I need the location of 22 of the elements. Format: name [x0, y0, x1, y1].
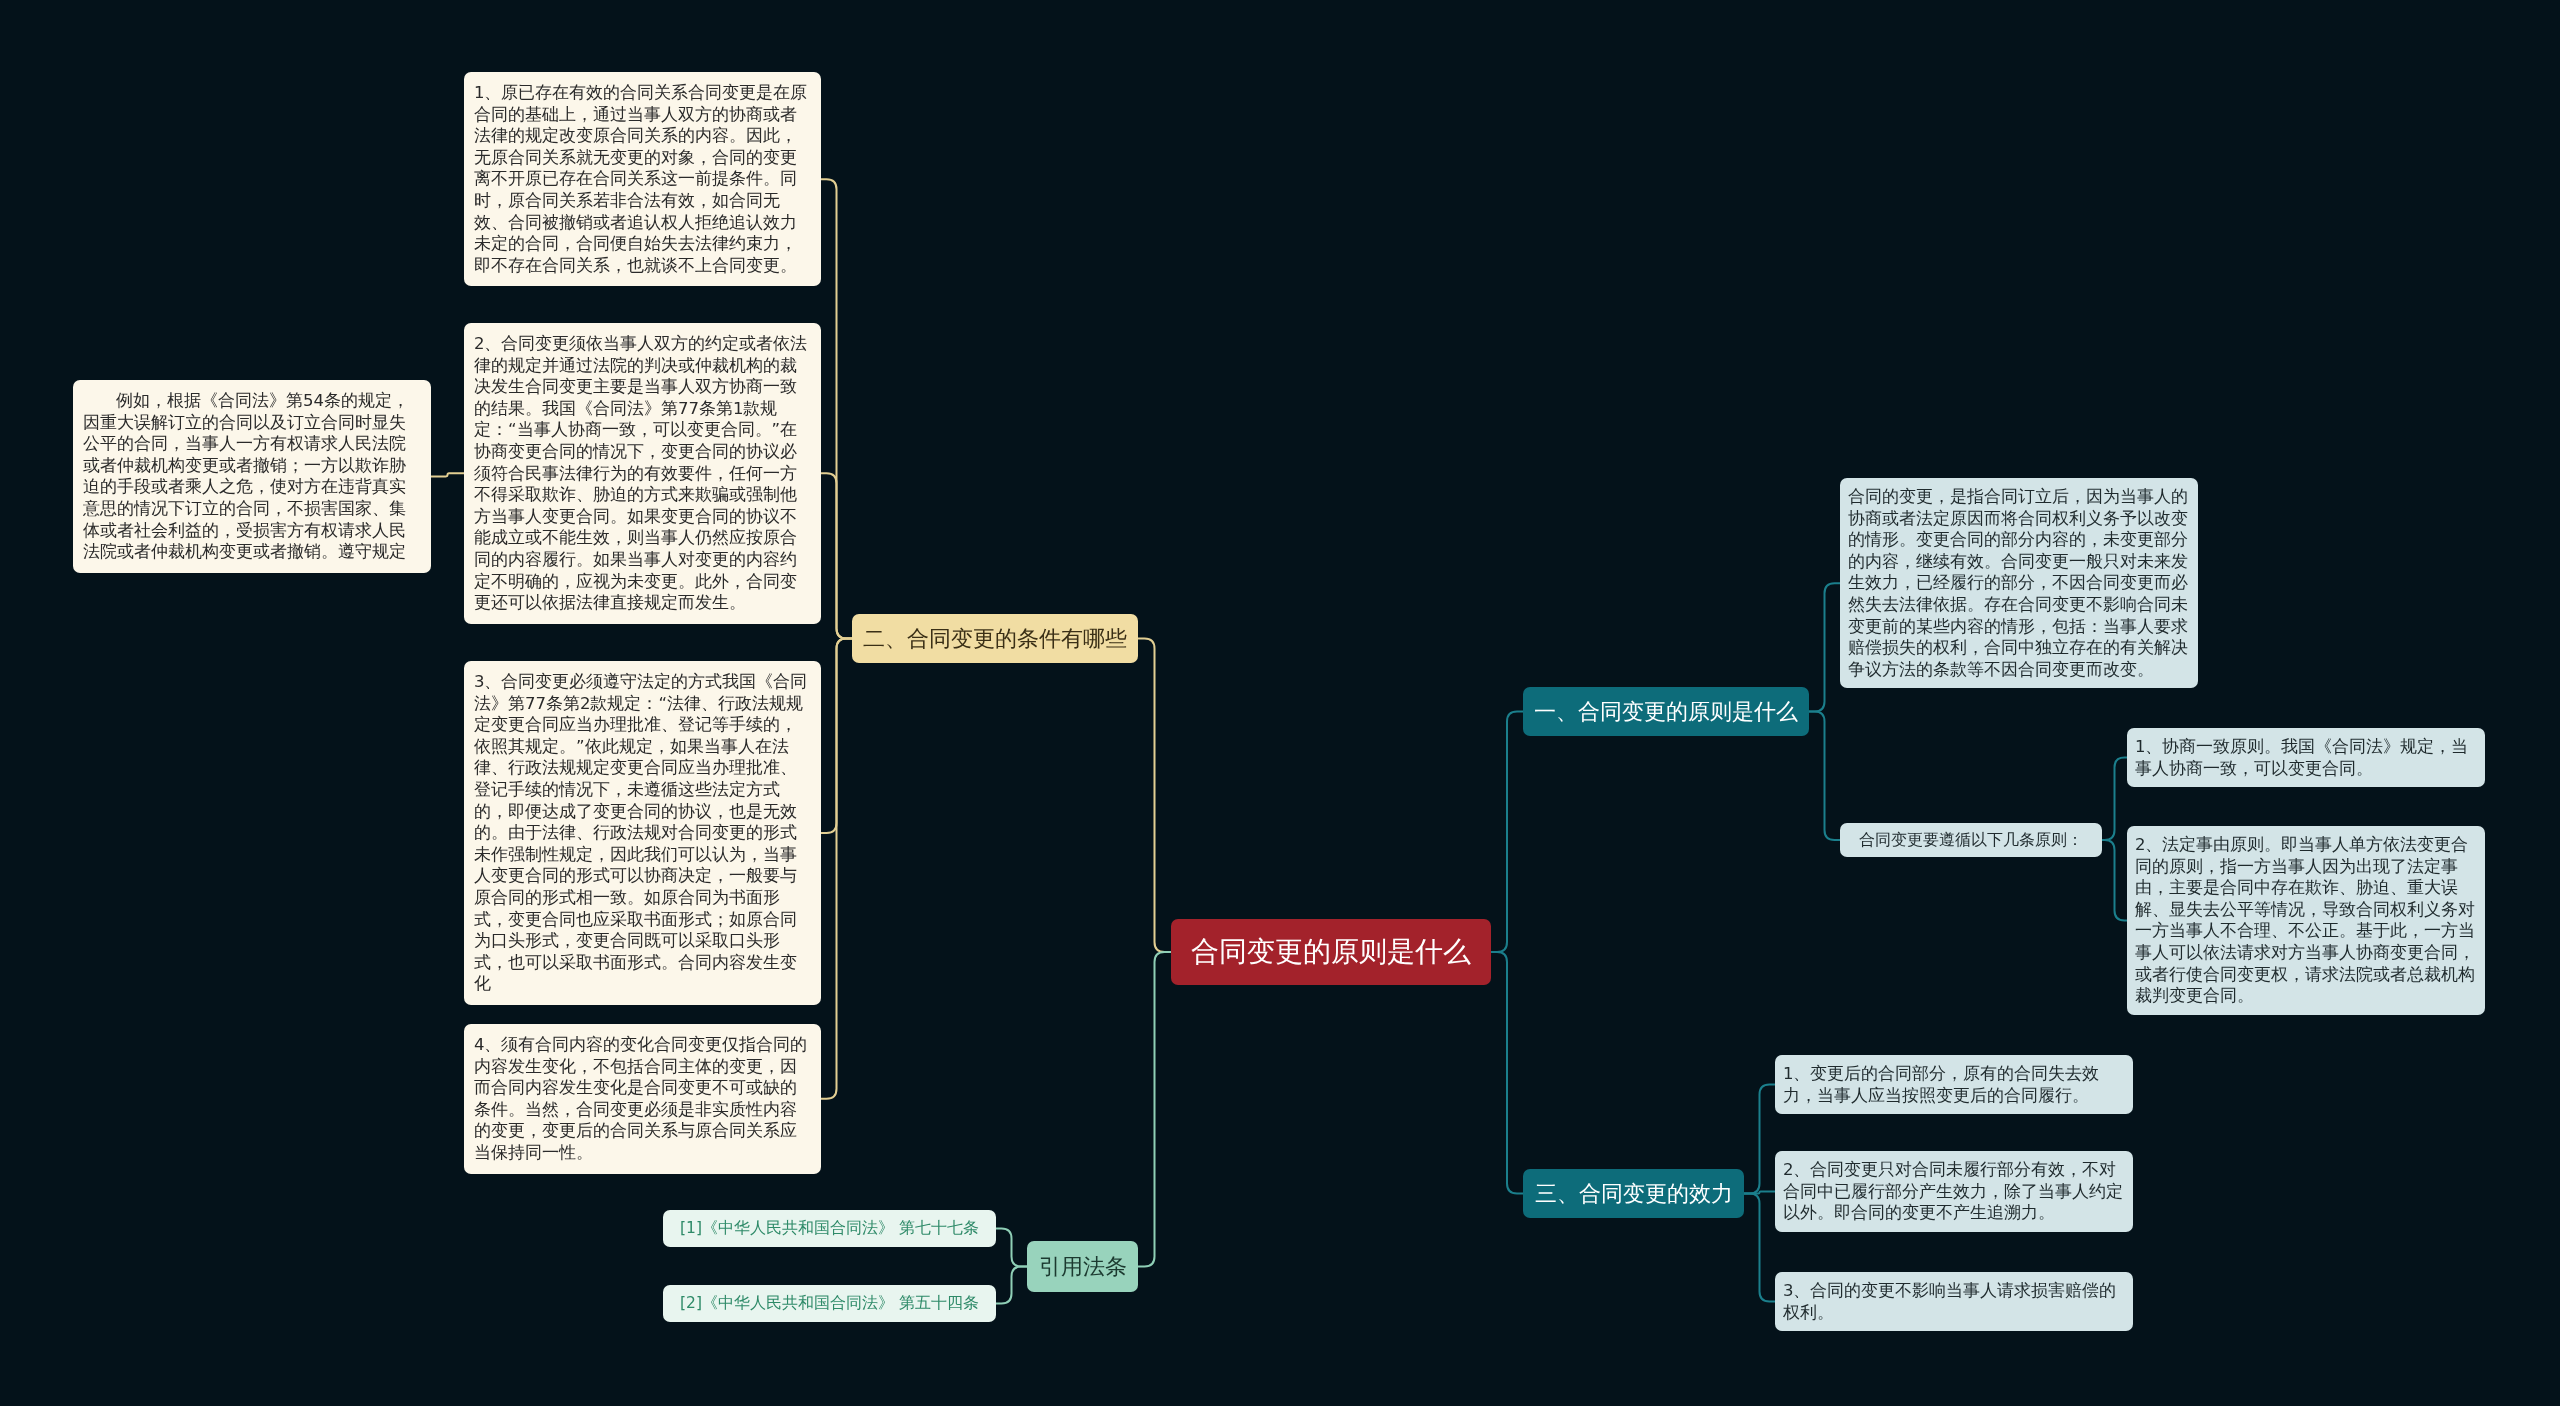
text-card: 3、合同变更必须遵守法定的方式我国《合同法》第77条第2款规定：“法律、行政法规规定变更合同应当办理批准、登记等手续的，依照其规定。”依此规定，如果当事人在法律、行政法规规定变更合同应当办理批准、登记手续的情况下，未遵循这些法定方式的，即便达成了变更合同的协议，也是无效的。由于法律、行政法规对合同变更的形式未作强制性规定，因此我们可以认为，当事人变更合同的形式可以协商决定，一般要与原合同的形式相一致。如原合同为书面形式，变更合同也应采取书面形式；如原合同为口头形式，变更合同既可以采取口头形式，也可以采取书面形式。合同内容发生变化 — [464, 661, 821, 1005]
text-card: 2、合同变更只对合同未履行部分有效，不对合同中已履行部分产生效力，除了当事人约定以外。即合同的变更不产生追溯力。 — [1775, 1151, 2133, 1232]
topic-box: 一、合同变更的原则是什么 — [1523, 687, 1809, 736]
text-card: 1、原已存在有效的合同关系合同变更是在原合同的基础上，通过当事人双方的协商或者法律的规定改变原合同关系的内容。因此，无原合同关系就无变更的对象，合同的变更离不开原已存在合同关系这一前提条件。同时，原合同关系若非合法有效，如合同无效、合同被撤销或者追认权人拒绝追认效力未定的合同，合同便自始失去法律约束力，即不存在合同关系，也就谈不上合同变更。 — [464, 72, 821, 287]
reference-box: [1]《中华人民共和国合同法》 第七十七条 — [663, 1210, 996, 1247]
text-card: 例如，根据《合同法》第54条的规定，因重大误解订立的合同以及订立合同时显失公平的合同，当事人一方有权请求人民法院或者仲裁机构变更或者撤销；一方以欺诈胁迫的手段或者乘人之危，使对方在违背真实意思的情况下订立的合同，不损害国家、集体或者社会利益的，受损害方有权请求人民法院或者仲裁机构变更或者撤销。遵守规定 — [73, 380, 431, 573]
root-topic-box: 合同变更的原则是什么 — [1171, 919, 1491, 985]
text-card: 1、变更后的合同部分，原有的合同失去效力，当事人应当按照变更后的合同履行。 — [1775, 1055, 2133, 1115]
connector-line — [430, 472, 465, 478]
text-card: 2、法定事由原则。即当事人单方依法变更合同的原则，指一方当事人因为出现了法定事由，主要是合同中存在欺诈、胁迫、重大误解、显失去公平等情况，导致合同权利义务对一方当事人不合理、不公正。基于此，一方当事人可以依法请求对方当事人协商变更合同，或者行使合同变更权，请求法院或者总裁机构裁判变更合同。 — [2127, 826, 2485, 1015]
text-card: 4、须有合同内容的变化合同变更仅指合同的内容发生变化，不包括合同主体的变更，因而合同内容发生变化是合同变更不可或缺的条件。当然，合同变更必须是非实质性内容的变更，变更后的合同关系与原合同关系应当保持同一性。 — [464, 1024, 821, 1174]
topic-box: 二、合同变更的条件有哪些 — [852, 614, 1138, 663]
topic-box: 引用法条 — [1027, 1241, 1138, 1292]
text-card: 合同变更要遵循以下几条原则： — [1840, 823, 2102, 857]
reference-box: [2]《中华人民共和国合同法》 第五十四条 — [663, 1285, 996, 1322]
text-card: 合同的变更，是指合同订立后，因为当事人的协商或者法定原因而将合同权利义务予以改变的情形。变更合同的部分内容的，未变更部分的内容，继续有效。合同变更一般只对未来发生效力，已经履行的部分，不因合同变更而必然失去法律依据。存在合同变更不影响合同未变更前的某些内容的情形，包括：当事人要求赔偿损失的权利，合同中独立存在的有关解决争议方法的条款等不因合同变更而改变。 — [1840, 478, 2198, 689]
text-card: 3、合同的变更不影响当事人请求损害赔偿的权利。 — [1775, 1272, 2133, 1332]
connector-line — [1137, 951, 1172, 1268]
text-card: 1、协商一致原则。我国《合同法》规定，当事人协商一致，可以变更合同。 — [2127, 728, 2485, 788]
text-card: 2、合同变更须依当事人双方的约定或者依法律的规定并通过法院的判决或仲裁机构的裁决发生合同变更主要是当事人双方协商一致的结果。我国《合同法》第77条第1款规定：“当事人协商一致，可以变更合同。”在协商变更合同的情况下，变更合同的协议必须符合民事法律行为的有效要件，任何一方不得采取欺诈、胁迫的方式来欺骗或强制他方当事人变更合同。如果变更合同的协议不能成立或不能生效，则当事人仍然应按原合同的内容履行。如果当事人对变更的内容约定不明确的，应视为未变更。此外，合同变更还可以依据法律直接规定而发生。 — [464, 323, 821, 624]
connector-line — [995, 1265, 1028, 1305]
topic-box: 三、合同变更的效力 — [1523, 1169, 1744, 1218]
